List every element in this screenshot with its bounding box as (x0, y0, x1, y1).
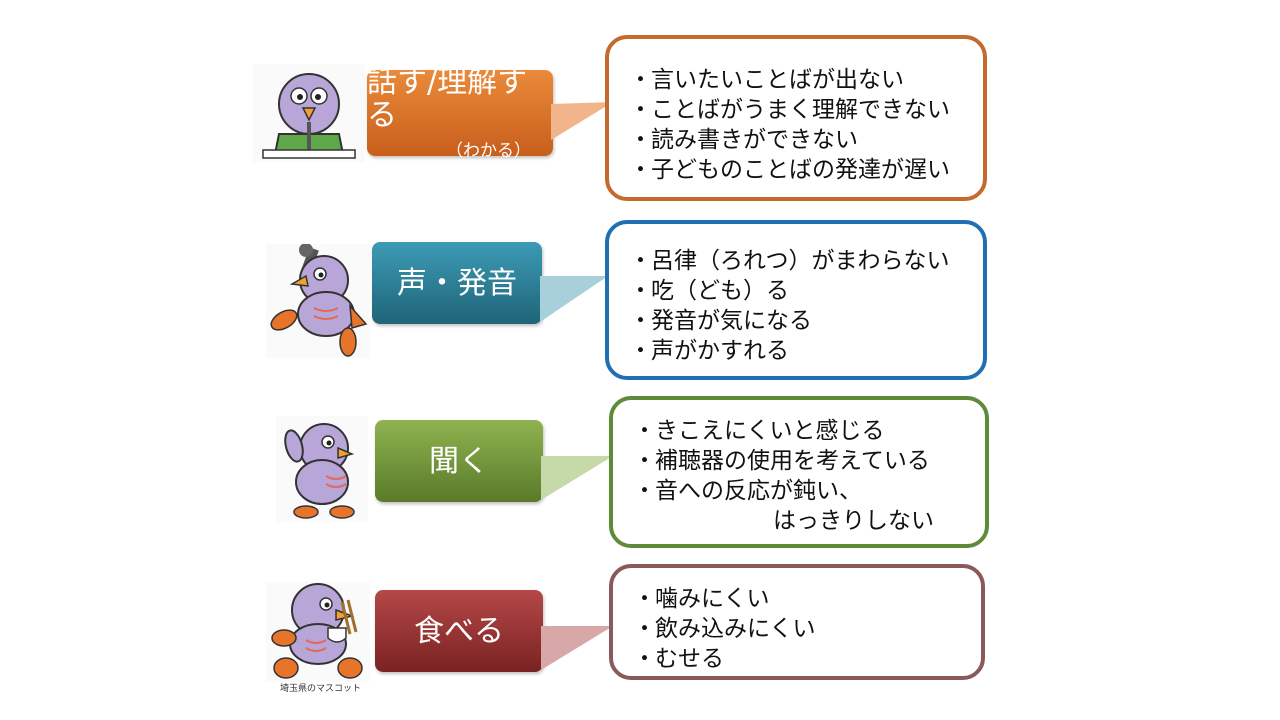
list-item: ・音への反応が鈍い、 (633, 478, 862, 504)
list-item: ・呂律（ろれつ）がまわらない (629, 248, 950, 274)
category-label: 声・発音 (397, 265, 517, 301)
symptom-box-voice: ・呂律（ろれつ）がまわらない ・吃（ども）る ・発音が気になる ・声がかすれる (605, 220, 987, 380)
list-item: ・補聴器の使用を考えている (633, 448, 930, 474)
symptom-box-speak: ・言いたいことばが出ない ・ことばがうまく理解できない ・読み書きができない ・… (605, 35, 987, 201)
mascot-eating-icon (266, 582, 370, 682)
mascot-microphone-icon (266, 244, 370, 358)
mascot-hand-to-ear-icon (276, 416, 368, 522)
list-item-continued: はっきりしない (773, 508, 934, 534)
category-speak-understand: 話す/理解する （わかる） (367, 66, 553, 161)
category-label: 話す/理解する (367, 64, 528, 133)
list-item: ・きこえにくいと感じる (633, 418, 885, 444)
list-item: ・むせる (633, 646, 724, 672)
list-item: ・子どものことばの発達が遅い (629, 157, 950, 183)
connector-arrow (541, 456, 613, 500)
connector-arrow (540, 276, 608, 322)
list-item: ・発音が気になる (629, 308, 812, 334)
category-label: 聞く (429, 443, 489, 479)
list-item: ・読み書きができない (629, 127, 858, 153)
mascot-credit: 埼玉県のマスコット (280, 684, 362, 694)
connector-arrow (541, 626, 613, 670)
symptom-box-hearing: ・きこえにくいと感じる ・補聴器の使用を考えている ・音への反応が鈍い、 はっき… (609, 396, 989, 548)
category-hearing: 聞く (375, 420, 543, 502)
list-item: ・噛みにくい (633, 586, 770, 612)
symptom-box-eating: ・噛みにくい ・飲み込みにくい ・むせる (609, 564, 985, 680)
category-sublabel: （わかる） (446, 140, 531, 161)
category-voice-pronunciation: 声・発音 (372, 242, 542, 324)
mascot-speaking-icon (253, 64, 365, 162)
category-label: 食べる (414, 613, 504, 649)
list-item: ・ことばがうまく理解できない (629, 97, 950, 123)
list-item: ・言いたいことばが出ない (629, 67, 904, 93)
category-eating: 食べる (375, 590, 543, 672)
connector-arrow (551, 102, 613, 140)
list-item: ・声がかすれる (629, 338, 789, 364)
list-item: ・吃（ども）る (629, 278, 789, 304)
list-item: ・飲み込みにくい (633, 616, 816, 642)
